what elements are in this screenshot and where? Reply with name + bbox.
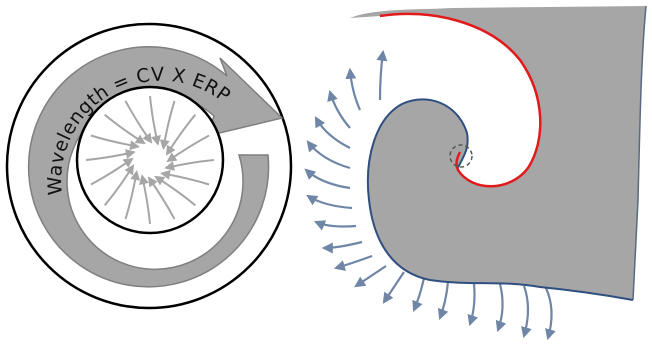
curved-arrow-icon <box>524 286 528 336</box>
curved-arrow-icon <box>380 52 383 100</box>
curved-arrow-icon <box>308 196 352 208</box>
curved-arrow-icon <box>546 288 552 338</box>
curved-arrow-icon <box>384 272 404 302</box>
curved-arrow-icon <box>308 142 350 168</box>
curved-arrow-icon <box>440 282 448 318</box>
curved-arrow-icon <box>414 278 424 310</box>
curved-arrow-icon <box>306 170 350 188</box>
spiral-wave-diagram <box>306 6 646 338</box>
curved-arrow-icon <box>324 242 362 248</box>
curved-arrow-icon <box>316 222 356 227</box>
curved-arrow-icon <box>336 256 372 268</box>
curved-arrow-icon <box>350 70 360 110</box>
curved-arrow-icon <box>470 284 475 324</box>
curved-arrow-icon <box>330 92 350 128</box>
curved-arrow-icon <box>498 284 503 330</box>
curved-arrow-icon <box>356 266 386 286</box>
circular-reentry-diagram: Wavelength = CV X ERP <box>7 24 291 308</box>
spiral-wave-body <box>350 6 646 300</box>
